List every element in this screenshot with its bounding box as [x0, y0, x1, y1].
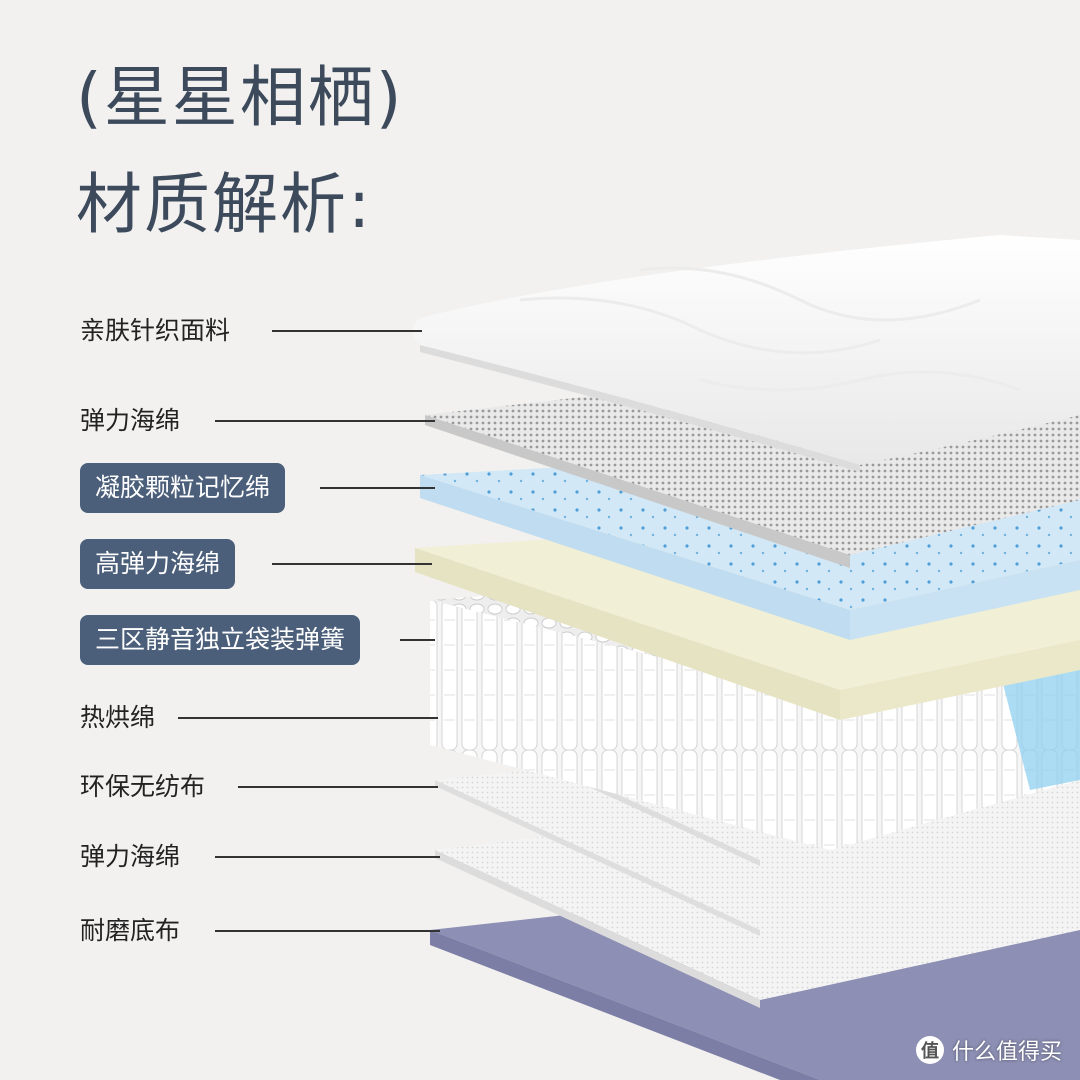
label-high-elastic-foam: 高弹力海绵: [80, 539, 236, 589]
layer-knit-top: [412, 235, 1080, 472]
leader-line: [178, 717, 438, 719]
label-thermal-cotton: 热烘绵: [80, 703, 156, 732]
leader-line: [215, 930, 440, 932]
label-pocket-springs: 三区静音独立袋装弹簧: [80, 615, 361, 665]
label-base-fabric: 耐磨底布: [80, 916, 181, 945]
leader-line: [272, 330, 422, 332]
leader-line: [215, 856, 440, 858]
leader-line: [272, 563, 432, 565]
leader-line: [238, 786, 438, 788]
leader-line: [320, 487, 435, 489]
leader-line: [215, 420, 435, 422]
page-title-brand: (星星相栖): [76, 59, 404, 136]
watermark-text: 什么值得买: [951, 1040, 1062, 1065]
leader-line: [400, 639, 435, 641]
label-elastic-foam: 弹力海绵: [80, 406, 181, 435]
page-subtitle: 材质解析:: [76, 166, 373, 243]
watermark-logo-icon: 值: [915, 1036, 944, 1064]
label-bottom-elastic-foam: 弹力海绵: [80, 842, 181, 871]
watermark: 值 什么值得买: [915, 1034, 1062, 1066]
label-nonwoven-fabric: 环保无纺布: [80, 772, 206, 801]
label-knit-fabric: 亲肤针织面料: [80, 316, 231, 345]
label-gel-memory-foam: 凝胶颗粒记忆绵: [80, 463, 286, 513]
